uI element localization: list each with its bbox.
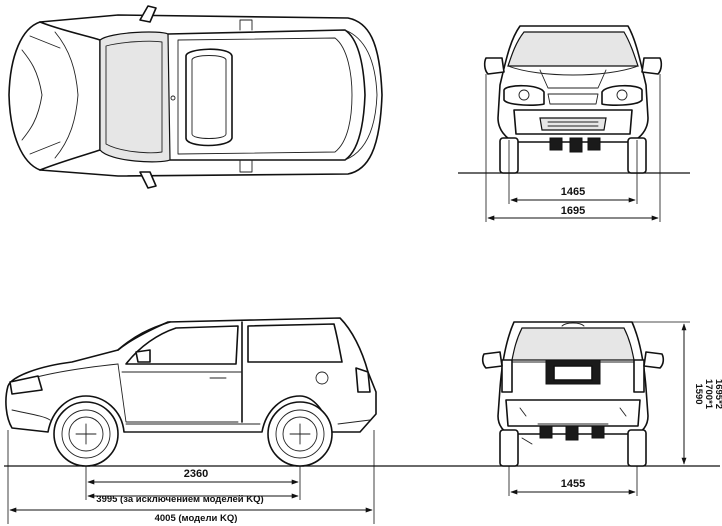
left-headlight <box>503 84 545 106</box>
right-mirror-front <box>641 57 663 75</box>
overall-width-label: 1695 <box>561 205 585 217</box>
side-headlight <box>9 375 43 395</box>
right-headlight <box>601 84 643 106</box>
wheelbase-label: 2360 <box>184 468 208 480</box>
height-label-3: 1695*2 <box>713 379 722 409</box>
rear-track-label: 1455 <box>561 478 585 490</box>
side-mirror <box>135 349 151 363</box>
left-mirror-top <box>139 5 157 23</box>
left-mirror-front <box>483 57 505 75</box>
height-label-1: 1590 <box>693 383 704 404</box>
top-view <box>8 5 383 189</box>
front-track-label: 1465 <box>561 186 585 198</box>
length-excl-kq-label: 3995 (за исключением моделей KQ) <box>96 494 263 505</box>
rear-view: 1455 1590 1700*1 1695*2 <box>481 321 722 496</box>
length-kq-label: 4005 (модели KQ) <box>155 513 238 524</box>
front-wheel <box>53 401 119 467</box>
height-label-2: 1700*1 <box>703 379 714 410</box>
front-view: 1465 1695 <box>458 25 690 222</box>
right-mirror-top <box>139 171 157 189</box>
side-view: 2360 3995 (за исключением моделей KQ) 40… <box>4 317 720 524</box>
rear-wheel <box>267 401 333 467</box>
